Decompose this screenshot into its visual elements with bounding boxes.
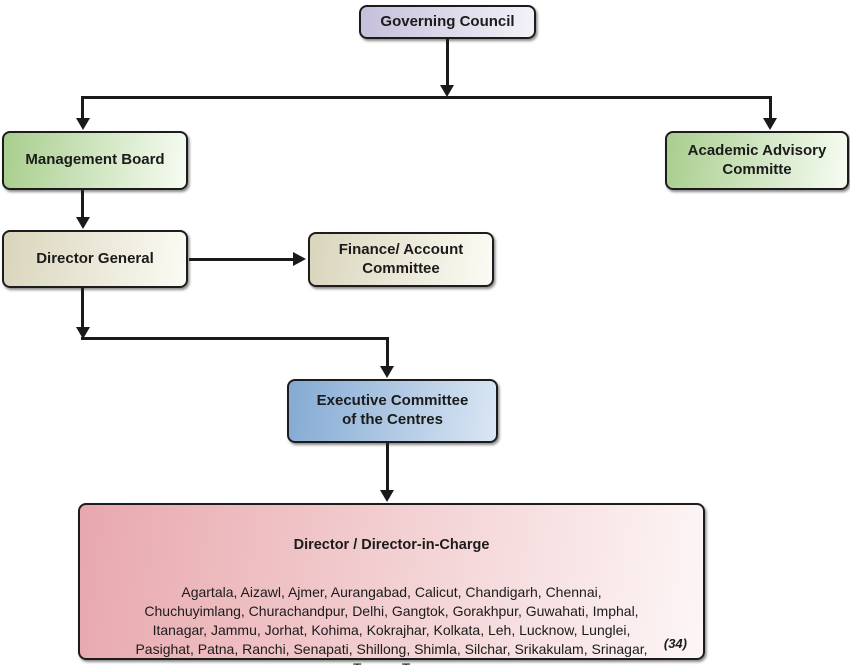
arrowhead-down-executive-icon xyxy=(380,366,394,378)
connector-management-to-dg xyxy=(81,190,84,218)
node-finance-account-committee: Finance/ Account Committee xyxy=(308,232,494,287)
node-director-in-charge: Director / Director-in-Charge Agartala, … xyxy=(78,503,705,665)
arrowhead-down-dg-icon xyxy=(76,217,90,229)
connector-to-executive xyxy=(386,337,389,367)
node-executive-committee: Executive Committee of the Centres xyxy=(287,379,498,443)
node-academic-advisory-committee: Academic Advisory Committe xyxy=(665,131,849,190)
directors-centres-list: Agartala, Aizawl, Ajmer, Aurangabad, Cal… xyxy=(135,584,648,665)
connector-split-horizontal xyxy=(81,96,772,99)
connector-to-management xyxy=(81,96,84,119)
connector-governing-trunk xyxy=(446,39,449,87)
connector-dg-down xyxy=(81,288,84,328)
arrowhead-down-elbow-icon xyxy=(76,327,90,339)
connector-executive-to-directors xyxy=(386,443,389,491)
node-management-board: Management Board xyxy=(2,131,188,190)
arrowhead-down-management-icon xyxy=(76,118,90,130)
connector-dg-to-finance xyxy=(189,258,293,261)
connector-elbow-horizontal xyxy=(81,337,389,340)
arrowhead-down-academic-icon xyxy=(763,118,777,130)
node-director-general: Director General xyxy=(2,230,188,288)
connector-to-academic xyxy=(769,96,772,119)
arrowhead-right-finance-icon xyxy=(293,252,306,266)
directors-title: Director / Director-in-Charge xyxy=(293,537,490,553)
directors-count-badge: (34) xyxy=(663,635,687,651)
arrowhead-down-directors-icon xyxy=(380,490,394,502)
arrowhead-down-governing-icon xyxy=(440,85,454,97)
node-governing-council: Governing Council xyxy=(359,5,536,39)
